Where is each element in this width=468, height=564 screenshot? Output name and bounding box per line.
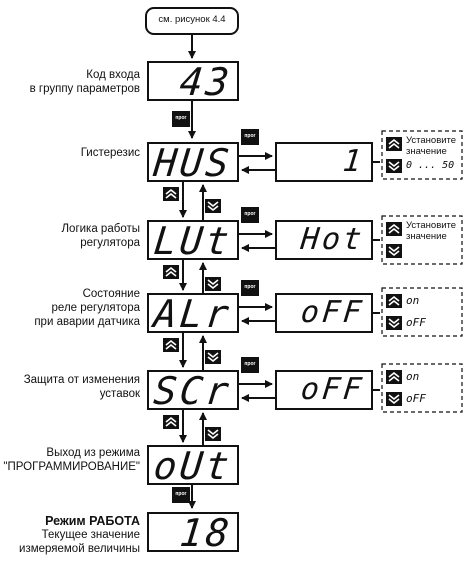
value-box-hys (275, 142, 373, 182)
step-label: Режим РАБОТА (45, 514, 140, 528)
step-label: реле регулятора (51, 302, 140, 314)
step-label: Логика работы (61, 223, 141, 235)
display-logic (147, 220, 239, 260)
hint-up-hys-chevron (388, 142, 400, 149)
value-hys: 1 (341, 144, 366, 179)
hint-up-logic-chevron (388, 227, 400, 234)
display-code (147, 61, 239, 101)
step-label: при аварии датчика (34, 316, 140, 328)
prog-button-protect (241, 357, 259, 373)
down-button-0-chevron (207, 201, 219, 208)
down-button-2-chevron (207, 352, 219, 359)
hint-box-protect (381, 363, 463, 413)
hint-text: значение (406, 231, 447, 242)
up-button-2-chevron (165, 343, 177, 350)
value-logic: Hot (299, 222, 366, 257)
step-label: в группу параметров (29, 83, 140, 95)
hint-box-logic (381, 215, 463, 265)
prog-button-logic-label: прог (244, 211, 256, 217)
hint-down-hys-chevron (388, 161, 400, 168)
prog-button-logic (241, 207, 259, 223)
hint-text: значение (406, 146, 447, 157)
display-alarm (147, 293, 239, 333)
prog-button-hys-label: прог (244, 133, 256, 139)
step-label: Код входа (86, 69, 140, 81)
up-button-2-chevron (165, 339, 177, 346)
hint-up-protect-chevron (388, 375, 400, 382)
hint-down-logic-chevron (388, 250, 400, 257)
hint-text: Установите (406, 220, 457, 231)
up-button-3-chevron (165, 416, 177, 423)
hint-down-protect-chevron (388, 398, 400, 405)
option-on: on (406, 294, 420, 307)
display-exit (147, 445, 239, 485)
value-box-protect (275, 370, 373, 410)
value-protect: oFF (299, 372, 366, 407)
step-label: Состояние (82, 288, 140, 300)
display-protect (147, 370, 239, 410)
step-label: Защита от изменения (23, 374, 140, 386)
up-button-3-chevron (165, 420, 177, 427)
display-run-value: 18 (177, 511, 235, 555)
step-label: "ПРОГРАММИРОВАНИЕ" (3, 461, 140, 473)
option-off: oFF (406, 392, 426, 405)
down-button-2-chevron (207, 356, 219, 363)
prog-button-alarm-label: прог (244, 284, 256, 290)
down-button-3-chevron (207, 433, 219, 440)
hint-down-alarm-chevron (388, 322, 400, 329)
step-label: регулятора (80, 237, 140, 249)
value-box-alarm (275, 293, 373, 333)
prog-button-1 (172, 111, 190, 127)
value-alarm: oFF (299, 295, 366, 330)
hint-up-hys-chevron (388, 138, 400, 145)
down-button-0-chevron (207, 205, 219, 212)
prog-button-protect-label: прог (244, 361, 256, 367)
display-run (147, 512, 239, 552)
hint-up-logic-chevron (388, 223, 400, 230)
hint-box-alarm (381, 287, 463, 337)
prog-button-5 (172, 487, 190, 503)
step-label: уставок (99, 388, 140, 400)
start-block (145, 7, 239, 35)
hint-text: Установите (406, 135, 457, 146)
down-button-1-chevron (207, 283, 219, 290)
down-button-3-chevron (207, 429, 219, 436)
up-button-1-chevron (165, 266, 177, 273)
hint-up-alarm-chevron (388, 295, 400, 302)
step-label: Гистерезис (80, 147, 140, 159)
hint-range: 0 ... 50 (406, 160, 455, 171)
hint-down-protect-chevron (388, 394, 400, 401)
display-hys (147, 142, 239, 182)
prog-button-alarm (241, 280, 259, 296)
display-protect-value: SCr (152, 369, 235, 413)
start-label: см. рисунок 4.4 (158, 14, 226, 25)
display-logic-value: LUt (152, 219, 235, 263)
hint-down-hys-chevron (388, 165, 400, 172)
display-alarm-value: ALr (152, 292, 235, 336)
value-box-logic (275, 220, 373, 260)
step-label: измеряемой величины (19, 543, 140, 555)
step-label: Выход из режима (46, 447, 140, 459)
hint-box-hys (381, 130, 463, 180)
down-button-1-chevron (207, 279, 219, 286)
prog-button-5-label: прог (175, 491, 187, 497)
display-hys-value: HUS (152, 141, 235, 185)
hint-down-logic-chevron (388, 246, 400, 253)
hint-up-protect-chevron (388, 371, 400, 378)
step-label: Текущее значение (41, 529, 140, 541)
display-code-value: 43 (177, 60, 235, 104)
prog-button-1-label: прог (175, 115, 187, 121)
up-button-1-chevron (165, 270, 177, 277)
up-button-0-chevron (165, 192, 177, 199)
option-off: oFF (406, 316, 426, 329)
prog-button-hys (241, 129, 259, 145)
display-exit-value: oUt (152, 444, 235, 488)
option-on: on (406, 370, 420, 383)
hint-up-alarm-chevron (388, 299, 400, 306)
up-button-0-chevron (165, 188, 177, 195)
hint-down-alarm-chevron (388, 318, 400, 325)
